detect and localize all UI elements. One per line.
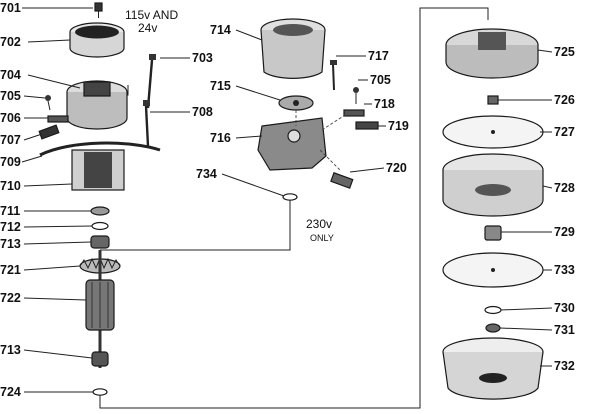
label-709: 709 xyxy=(0,155,21,169)
note-voltage-top: 115v AND xyxy=(125,8,178,22)
part-728-diffuser-ring xyxy=(442,153,544,217)
part-708-long-screw xyxy=(143,100,150,147)
part-732-fan-housing xyxy=(442,337,544,400)
part-722-armature xyxy=(85,250,115,368)
label-714: 714 xyxy=(210,23,231,37)
part-716-motor-frame xyxy=(257,117,327,171)
label-728: 728 xyxy=(554,181,575,195)
label-705-mid: 705 xyxy=(370,73,391,87)
leader-lines xyxy=(21,7,553,393)
label-711: 711 xyxy=(0,204,20,218)
part-710-field-coil xyxy=(71,149,125,191)
part-702-filter-cap xyxy=(69,22,125,58)
label-712: 712 xyxy=(0,220,21,234)
label-719: 719 xyxy=(388,119,409,133)
part-704-brush-holder xyxy=(66,80,128,130)
part-713-bearing-top xyxy=(90,235,110,249)
part-714-cover xyxy=(260,18,326,79)
part-707-connector xyxy=(38,124,60,140)
label-727: 727 xyxy=(554,125,575,139)
label-706: 706 xyxy=(0,111,21,125)
label-708: 708 xyxy=(192,105,213,119)
note-voltage-mid: 230v xyxy=(306,217,332,231)
part-703-long-screw xyxy=(146,54,156,109)
dashed-assembly-lines xyxy=(295,110,346,171)
label-722: 722 xyxy=(0,291,21,305)
label-734: 734 xyxy=(196,167,217,181)
label-704: 704 xyxy=(0,68,21,82)
label-707: 707 xyxy=(0,133,21,147)
label-725: 725 xyxy=(554,45,575,59)
part-711-washer xyxy=(90,206,110,216)
part-705-screw-mid xyxy=(353,87,359,104)
part-734-washer xyxy=(282,193,298,201)
part-701-screw xyxy=(94,2,103,18)
label-705-left: 705 xyxy=(0,89,21,103)
part-725-motor-top xyxy=(445,28,539,79)
part-706-terminal xyxy=(47,115,69,123)
part-727-impeller-disc xyxy=(442,115,544,149)
note-voltage-mid-2: ONLY xyxy=(310,233,334,243)
note-voltage-top-2: 24v xyxy=(138,21,157,35)
label-701: 701 xyxy=(0,1,21,15)
part-713-bearing-bottom xyxy=(91,351,109,367)
label-716: 716 xyxy=(210,131,231,145)
part-709-wire xyxy=(39,141,161,157)
part-733-impeller-disc xyxy=(442,252,544,288)
part-730-washer xyxy=(484,305,502,315)
label-713-top: 713 xyxy=(0,237,21,251)
part-715-fan-blade xyxy=(278,95,314,111)
part-717-screw xyxy=(330,60,337,91)
label-720: 720 xyxy=(386,161,407,175)
part-726-nut xyxy=(487,95,499,105)
label-713-bottom: 713 xyxy=(0,343,21,357)
part-718-clip xyxy=(343,109,365,117)
part-729-spacer xyxy=(484,225,502,241)
part-712-washer xyxy=(91,221,109,231)
label-702: 702 xyxy=(0,35,21,49)
label-731: 731 xyxy=(554,323,575,337)
label-730: 730 xyxy=(554,301,575,315)
label-703: 703 xyxy=(192,51,213,65)
label-721: 721 xyxy=(0,263,21,277)
label-717: 717 xyxy=(368,49,389,63)
part-labels: 701 702 703 704 705 706 707 708 709 710 … xyxy=(0,1,575,399)
label-729: 729 xyxy=(554,225,575,239)
part-719-brush xyxy=(355,121,379,130)
part-724-washer xyxy=(92,388,108,396)
part-731-nut xyxy=(485,323,501,333)
part-720-brush-assembly xyxy=(330,172,354,189)
label-718: 718 xyxy=(374,97,395,111)
label-726: 726 xyxy=(554,93,575,107)
label-710: 710 xyxy=(0,179,21,193)
part-705-screw-left xyxy=(45,95,51,111)
label-715: 715 xyxy=(210,79,231,93)
label-733: 733 xyxy=(554,263,575,277)
label-724: 724 xyxy=(0,385,21,399)
label-732: 732 xyxy=(554,359,575,373)
